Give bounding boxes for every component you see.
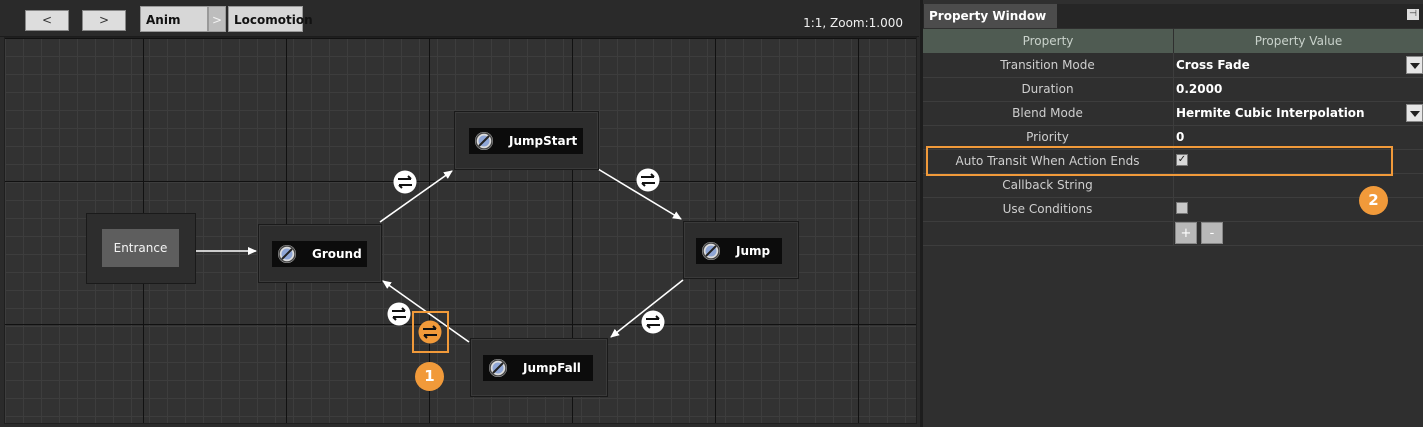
entrance-label: Entrance: [102, 229, 179, 267]
property-window-tab[interactable]: Property Window: [924, 4, 1057, 28]
row-transition-mode: Transition Mode Cross Fade: [923, 53, 1423, 78]
row-duration: Duration 0.2000: [923, 77, 1423, 102]
breadcrumb-separator: >: [208, 6, 226, 32]
state-node-jumpfall[interactable]: JumpFall: [470, 338, 608, 397]
selected-transition-icon[interactable]: [418, 320, 442, 344]
header-property: Property: [1022, 34, 1074, 48]
breadcrumb-anim-tree[interactable]: Anim Tree: [140, 6, 208, 53]
back-button[interactable]: <: [25, 10, 69, 31]
state-icon: [475, 132, 493, 150]
remove-condition-button[interactable]: -: [1201, 222, 1223, 244]
duration-input[interactable]: 0.2000: [1176, 82, 1223, 96]
row-key: Priority: [1026, 130, 1069, 144]
auto-transit-checkbox[interactable]: ✓: [1176, 154, 1188, 166]
callout-badge-1: 1: [415, 362, 444, 391]
row-callback-string: Callback String: [923, 173, 1423, 198]
property-table-header: Property Property Value: [923, 29, 1423, 53]
state-icon: [278, 245, 296, 263]
chevron-down-icon[interactable]: [1406, 56, 1423, 74]
transition-icon[interactable]: [641, 310, 665, 334]
transition-mode-select[interactable]: Cross Fade: [1176, 58, 1250, 72]
zoom-readout: 1:1, Zoom:1.000: [803, 16, 903, 30]
transition-icon[interactable]: [387, 302, 411, 326]
state-node-jumpstart[interactable]: JumpStart: [454, 111, 599, 170]
state-icon: [702, 242, 720, 260]
forward-button[interactable]: >: [82, 10, 126, 31]
row-key: Auto Transit When Action Ends: [955, 154, 1140, 168]
state-node-ground[interactable]: Ground: [258, 224, 382, 283]
state-icon: [489, 359, 507, 377]
pin-icon[interactable]: ⊣: [1407, 9, 1419, 20]
priority-input[interactable]: 0: [1176, 130, 1185, 144]
header-property-value: Property Value: [1254, 34, 1343, 48]
state-label: Ground: [312, 247, 362, 261]
property-window: Property Window ⊣ Property Property Valu…: [920, 0, 1423, 427]
breadcrumb-locomotion[interactable]: Locomotion: [228, 6, 313, 32]
state-node-jump[interactable]: Jump: [683, 221, 799, 279]
anim-graph-editor: < > Anim Tree > Locomotion 1:1, Zoom:1.0…: [0, 0, 919, 424]
blend-mode-select[interactable]: Hermite Cubic Interpolation: [1176, 106, 1365, 120]
selected-transition-highlight: [412, 311, 449, 353]
graph-toolbar: < > Anim Tree > Locomotion 1:1, Zoom:1.0…: [0, 0, 919, 53]
callout-badge-2: 2: [1359, 186, 1388, 215]
transition-icon[interactable]: [636, 168, 660, 192]
row-blend-mode: Blend Mode Hermite Cubic Interpolation: [923, 101, 1423, 126]
entrance-node[interactable]: Entrance: [86, 213, 196, 284]
row-key: Use Conditions: [1002, 202, 1093, 216]
chevron-down-icon[interactable]: [1406, 104, 1423, 122]
row-use-conditions: Use Conditions: [923, 197, 1423, 222]
state-label: Jump: [736, 244, 771, 258]
use-conditions-checkbox[interactable]: [1176, 202, 1188, 214]
row-key: Duration: [1021, 82, 1074, 96]
transition-icon[interactable]: [393, 170, 417, 194]
state-label: JumpStart: [509, 134, 578, 148]
auto-transit-highlight: [926, 146, 1393, 176]
state-label: JumpFall: [523, 361, 581, 375]
row-key: Transition Mode: [1000, 58, 1095, 72]
row-key: Blend Mode: [1012, 106, 1083, 120]
row-key: Callback String: [1002, 178, 1093, 192]
add-condition-button[interactable]: +: [1175, 222, 1197, 244]
row-conditions-buttons: [923, 221, 1423, 246]
